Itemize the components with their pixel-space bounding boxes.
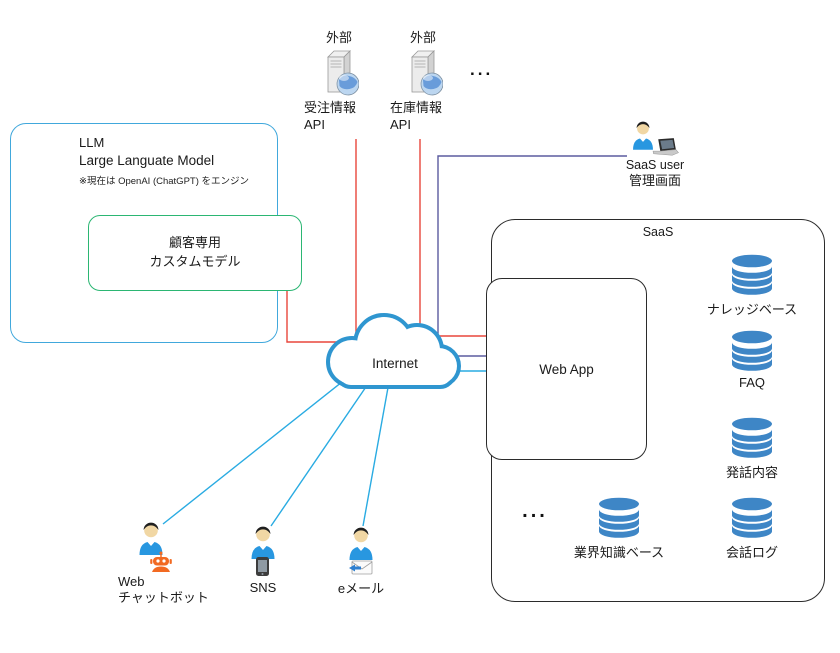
db-label: FAQ	[738, 375, 765, 390]
db-utterance: 発話内容	[697, 417, 807, 481]
db-faq: FAQ	[697, 330, 807, 390]
llm-subtitle: Large Languate Model	[79, 152, 215, 168]
web-app-box: Web App	[486, 278, 647, 460]
admin-screen-label: 管理画面	[628, 172, 681, 188]
internet-label: Internet	[372, 356, 418, 371]
external-zone-label: 外部	[409, 30, 436, 45]
db-conversation-log: 会話ログ	[697, 497, 807, 561]
channel-label-line1: eメール	[337, 581, 385, 596]
line-internet-chatbot	[162, 377, 348, 525]
laptop-icon	[652, 138, 679, 156]
external-api-group-stock: 外部 在庫情報 API	[390, 30, 456, 133]
line-internet-sns	[270, 380, 371, 527]
internet-cloud-icon	[326, 313, 461, 389]
api-sub-label: API	[390, 116, 411, 132]
api-name-label: 在庫情報	[390, 100, 443, 116]
saas-user-label: SaaS user	[625, 158, 685, 172]
llm-title: LLM	[79, 135, 105, 150]
line-internet-email	[362, 381, 390, 527]
database-icon	[599, 497, 639, 538]
smartphone-icon	[256, 557, 269, 576]
person-icon	[349, 527, 373, 560]
saas-user-group: SaaS user 管理画面	[612, 114, 698, 188]
custom-model-line2: カスタムモデル	[149, 254, 241, 269]
person-icon	[139, 522, 163, 555]
more-apis-ellipsis: ...	[470, 60, 494, 79]
db-knowledge-base: ナレッジベース	[697, 254, 807, 318]
db-industry-knowledge: 業界知識ベース	[564, 497, 674, 561]
db-label: 業界知識ベース	[573, 545, 665, 560]
llm-note: ※現在は OpenAI (ChatGPT) をエンジン	[79, 175, 250, 187]
channel-email: eメール	[332, 523, 390, 597]
db-label: 会話ログ	[725, 545, 778, 560]
custom-model-box: 顧客専用 カスタムモデル	[88, 215, 302, 291]
server-globe-icon	[327, 50, 359, 96]
server-globe-icon	[411, 50, 443, 96]
database-icon	[732, 330, 772, 371]
channel-label-line1: SNS	[249, 580, 277, 595]
api-sub-label: API	[304, 116, 325, 132]
database-icon	[732, 497, 772, 538]
channel-sns: SNS	[234, 522, 292, 596]
external-zone-label: 外部	[325, 30, 352, 45]
db-label: ナレッジベース	[706, 302, 798, 317]
web-app-label: Web App	[539, 361, 594, 377]
channel-label-line2: チャットボット	[118, 589, 209, 605]
line-custommodel-internet	[286, 290, 365, 343]
custom-model-line1: 顧客専用	[168, 235, 221, 251]
api-name-label: 受注情報	[304, 100, 357, 116]
database-icon	[732, 417, 772, 458]
db-label: 発話内容	[725, 465, 778, 480]
line-saasuser-internet	[437, 155, 627, 350]
saas-label: SaaS	[642, 225, 674, 239]
channel-web-chatbot: Web チャットボット	[108, 518, 212, 605]
database-icon	[732, 254, 772, 295]
external-api-group-order: 外部 受注情報 API	[304, 30, 374, 133]
channel-label-line1: Web	[118, 574, 145, 589]
more-databases-ellipsis: ...	[522, 500, 548, 522]
robot-icon	[150, 551, 172, 572]
email-icon	[349, 560, 373, 575]
person-icon	[251, 526, 275, 559]
person-icon	[633, 121, 653, 150]
